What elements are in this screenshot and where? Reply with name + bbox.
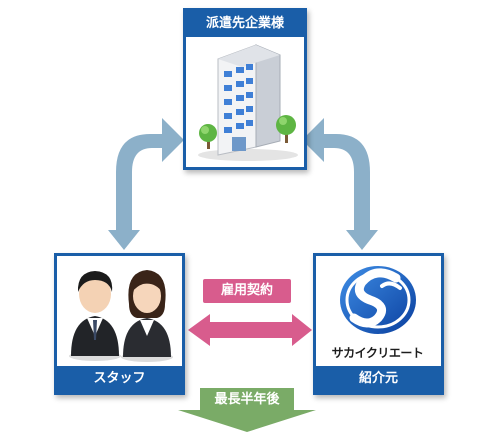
agency-logo-text: サカイクリエート: [331, 346, 424, 360]
tree-icon: [199, 124, 217, 149]
left-curved-arrow: [108, 118, 184, 250]
male-staff-icon: [69, 271, 121, 361]
contract-double-arrow: [188, 314, 312, 346]
sakai-create-logo: [340, 266, 416, 334]
right-curved-arrow: [302, 118, 378, 250]
agency-box: サカイクリエート 紹介元: [313, 253, 444, 395]
client-company-title: 派遣先企業様: [186, 11, 304, 37]
female-staff-icon: [121, 270, 173, 362]
staff-people-icon: [69, 270, 173, 362]
office-building-icon: [198, 44, 298, 161]
employment-contract-label: 雇用契約: [203, 279, 291, 303]
agency-title: 紹介元: [316, 366, 441, 392]
period-down-arrow: [178, 388, 316, 432]
tree-icon: [276, 115, 296, 143]
max-half-year-label: 最長半年後: [214, 392, 280, 407]
staff-title: スタッフ: [57, 366, 182, 392]
client-company-box: 派遣先企業様: [183, 8, 307, 170]
staff-box: スタッフ: [54, 253, 185, 395]
